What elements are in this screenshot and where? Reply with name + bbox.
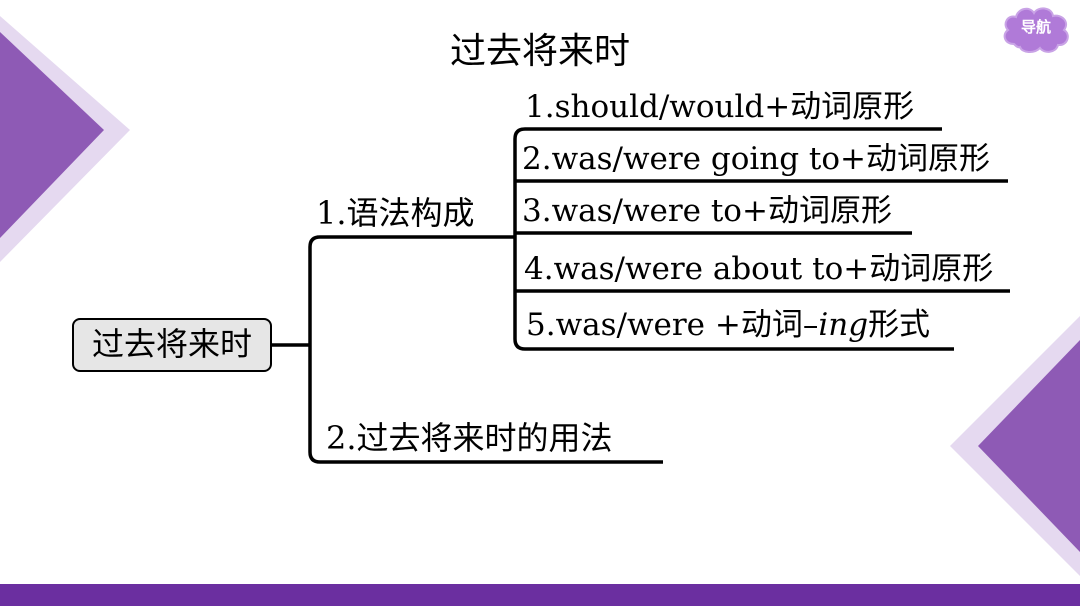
branch-2-label: 2.过去将来时的用法: [326, 419, 613, 457]
cloud-icon: [1003, 7, 1069, 53]
leaf-4: 4.was/were about to+动词原形: [524, 251, 994, 287]
left-triangle-inner: [0, 32, 104, 238]
leaf-1: 1.should/would+动词原形: [525, 89, 915, 125]
nav-button[interactable]: 导航: [1000, 4, 1072, 56]
slide-title: 过去将来时: [449, 31, 630, 72]
root-node: 过去将来时: [72, 318, 272, 372]
bottom-bar: [0, 584, 1080, 606]
leaf-bracket: [513, 127, 526, 351]
leaf-5-prefix: 5.was/were +动词–: [526, 307, 819, 343]
branch-1-label: 1.语法构成: [316, 194, 475, 232]
right-triangle-inner: [978, 340, 1080, 552]
leaf-2: 2.was/were going to+动词原形: [522, 141, 991, 177]
leaf-5: 5.was/were +动词–ing形式: [526, 306, 930, 344]
leaf-5-suffix: 形式: [868, 307, 931, 343]
trunk-line: [308, 235, 321, 464]
leaf-3: 3.was/were to+动词原形: [522, 193, 892, 229]
leaf-5-italic: ing: [818, 307, 869, 343]
nav-button-label: 导航: [1020, 18, 1051, 36]
